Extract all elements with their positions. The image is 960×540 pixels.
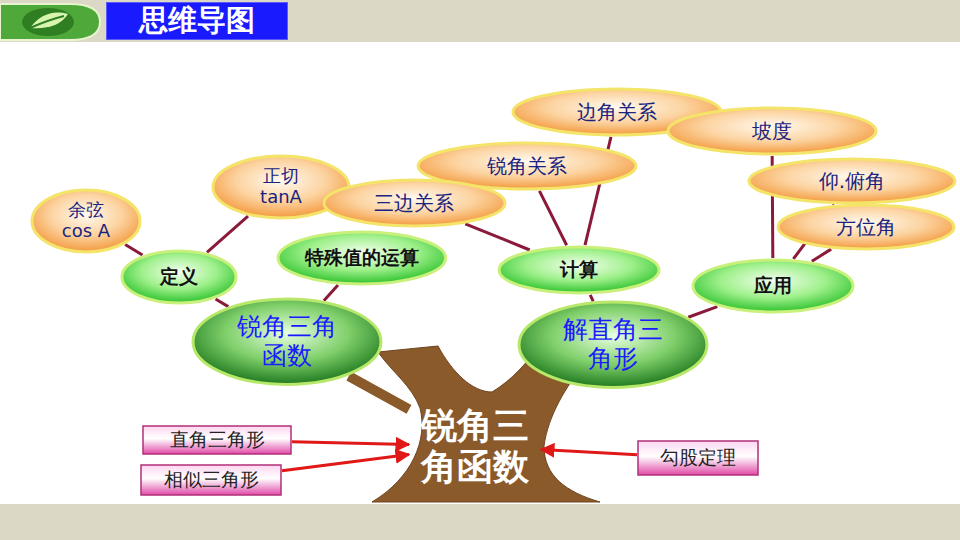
branch-line (688, 307, 717, 318)
ellipse-shape (519, 302, 707, 387)
topic-ellipse: 仰.俯角 (747, 157, 957, 205)
node-text: 解直角三角形 (558, 316, 668, 374)
text-wrap: 勾股定理 (660, 447, 736, 469)
text-wrap: 坡度 (752, 120, 792, 143)
node-text: 三边关系 (374, 192, 454, 215)
branch-line (207, 216, 248, 252)
ellipse-shape (749, 159, 955, 203)
node-text: 锐角三角函数 (417, 405, 533, 488)
text-wrap: 解直角三角形 (558, 316, 668, 374)
node-text: 应用 (754, 275, 792, 297)
text-wrap: 正切 tanA (251, 166, 311, 207)
node-text: 直角三角形 (170, 429, 265, 451)
node-text: 计算 (560, 259, 598, 281)
branch-ellipse: 定义 (120, 249, 238, 305)
ellipse-shape (278, 232, 446, 284)
branch-line (349, 376, 409, 409)
node-text: 定义 (160, 266, 198, 288)
text-wrap: 直角三角形 (170, 429, 265, 451)
leaf-icon (0, 4, 100, 40)
text-wrap: 边角关系 (577, 101, 657, 124)
main-branch-ellipse: 解直角三角形 (517, 300, 709, 389)
ellipse-shape (499, 247, 659, 293)
text-wrap: 锐角三角函数 (232, 313, 342, 371)
branch-line (465, 224, 530, 250)
ellipse-shape (193, 299, 381, 384)
box-shape (638, 441, 758, 475)
main-branch-ellipse: 锐角三角函数 (191, 297, 383, 386)
box-shape (143, 426, 291, 454)
source-arrow (292, 442, 409, 445)
node-text: 锐角关系 (487, 155, 567, 178)
ellipse-shape (324, 180, 505, 226)
node-text: 方位角 (836, 216, 896, 239)
branch-line (541, 383, 561, 398)
branch-line (216, 299, 229, 307)
branch-line (125, 245, 142, 255)
branch-line (812, 249, 831, 261)
footer-band (0, 504, 960, 540)
source-arrow (282, 455, 409, 471)
text-wrap: 三边关系 (374, 192, 454, 215)
node-text: 坡度 (752, 120, 792, 143)
topic-ellipse: 方位角 (776, 203, 956, 251)
branch-ellipse: 特殊值的运算 (276, 230, 448, 286)
node-text: 正切 tanA (251, 166, 311, 207)
title-box: 思维导图 (106, 2, 288, 40)
ellipse-shape (778, 205, 954, 249)
node-text: 勾股定理 (660, 447, 736, 469)
branch-line (539, 191, 566, 245)
branch-line (324, 285, 338, 301)
title-text: 思维导图 (139, 1, 255, 41)
branch-line (590, 295, 593, 302)
text-wrap: 应用 (754, 275, 792, 297)
node-text: 边角关系 (577, 101, 657, 124)
source-arrow (541, 450, 637, 455)
header-band (0, 0, 960, 42)
node-text: 锐角三角函数 (232, 313, 342, 371)
ellipse-shape (122, 251, 236, 303)
trunk-label: 锐角三角函数 (409, 396, 541, 496)
text-wrap: 余弦 cos A (56, 200, 116, 241)
ellipse-shape (668, 108, 876, 154)
text-wrap: 方位角 (836, 216, 896, 239)
topic-ellipse: 余弦 cos A (30, 188, 142, 254)
ellipse-shape (32, 190, 140, 252)
text-wrap: 计算 (560, 259, 598, 281)
text-wrap: 锐角关系 (487, 155, 567, 178)
topic-ellipse: 坡度 (666, 106, 878, 156)
source-box: 相似三角形 (140, 464, 282, 496)
topic-ellipse: 三边关系 (322, 178, 507, 228)
ellipse-shape (693, 260, 853, 312)
box-shape (141, 465, 281, 495)
branch-ellipse: 应用 (691, 258, 855, 314)
text-wrap: 特殊值的运算 (305, 247, 419, 269)
branch-ellipse: 计算 (497, 245, 661, 295)
node-text: 仰.俯角 (819, 170, 885, 193)
text-wrap: 定义 (160, 266, 198, 288)
node-text: 余弦 cos A (56, 200, 116, 241)
text-wrap: 相似三角形 (164, 469, 259, 491)
node-text: 相似三角形 (164, 469, 259, 491)
text-wrap: 仰.俯角 (819, 170, 885, 193)
source-box: 直角三角形 (142, 425, 292, 455)
source-box: 勾股定理 (637, 440, 759, 476)
node-text: 特殊值的运算 (305, 247, 419, 269)
text-wrap: 锐角三角函数 (417, 405, 533, 488)
